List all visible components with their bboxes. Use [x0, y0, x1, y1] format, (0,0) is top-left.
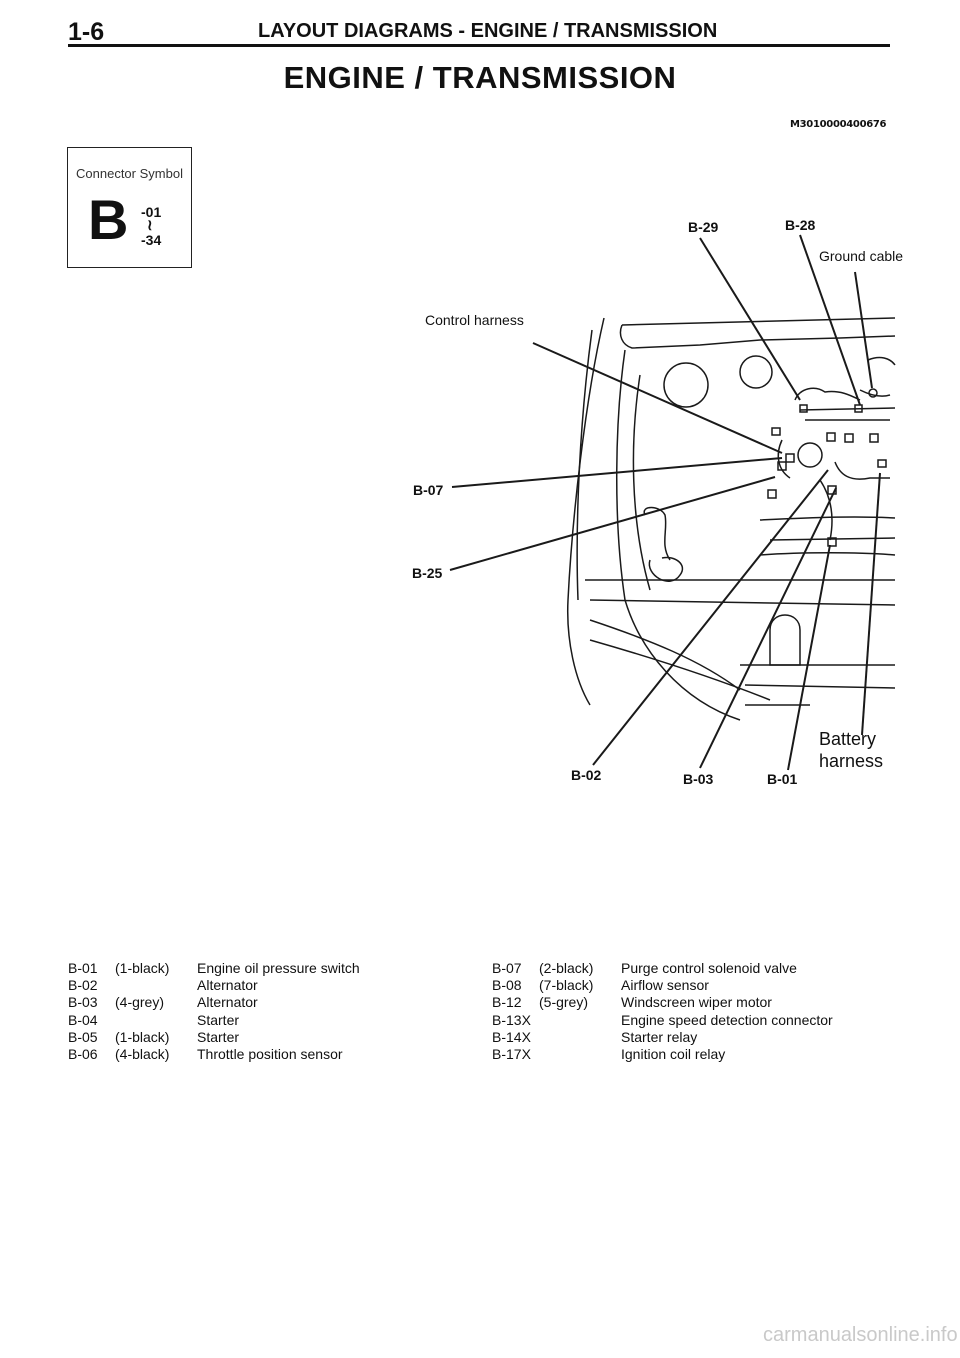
- connector-name: Airflow sensor: [621, 977, 709, 994]
- connector-code: B-06: [68, 1045, 98, 1062]
- leader-b28: [799, 234, 861, 406]
- connector-color: (1-black): [115, 1028, 170, 1045]
- connector-color: (1-black): [115, 960, 170, 976]
- legend-row: B-01 (1-black) Engine oil pressure switch: [68, 960, 468, 977]
- legend-right: B-07 (2-black) Purge control solenoid valv…: [492, 960, 932, 1063]
- label-ground-cable: Ground cable: [819, 248, 903, 264]
- label-b02: B-02: [571, 767, 602, 783]
- label-battery-harness-line1: Battery: [819, 729, 876, 749]
- legend-row: B-06 (4-black) Throttle position sensor: [68, 1046, 468, 1063]
- legend-row: B-05 (1-black) Starter: [68, 1029, 468, 1046]
- leader-control-harness: [532, 342, 783, 454]
- connector-code: B-05: [68, 1028, 98, 1045]
- legend-row: B-12 (5-grey) Windscreen wiper motor: [492, 994, 932, 1011]
- connector-name: Engine speed detection connector: [621, 1011, 833, 1028]
- legend-row: B-02 Alternator: [68, 977, 468, 994]
- connector-name: Starter: [197, 1028, 240, 1045]
- connector-name: Windscreen wiper motor: [621, 994, 772, 1011]
- connector-range-to: -34: [141, 232, 162, 248]
- label-b28: B-28: [785, 217, 816, 233]
- legend-row: B-08 (7-black) Airflow sensor: [492, 977, 932, 994]
- leader-b25: [449, 476, 776, 571]
- connector-code: B-03: [68, 994, 98, 1011]
- label-b01: B-01: [767, 771, 798, 787]
- label-b03: B-03: [683, 771, 714, 787]
- connector-symbol-box: Connector Symbol B -01 ≀ -34: [67, 147, 192, 268]
- label-b07: B-07: [413, 482, 444, 498]
- leader-ground-cable: [854, 271, 873, 389]
- connector-code: B-17X: [492, 1045, 531, 1062]
- legend-row: B-13X Engine speed detection connector: [492, 1012, 932, 1029]
- connector-code: B-07: [492, 960, 522, 976]
- label-b25: B-25: [412, 565, 443, 581]
- connector-code: B-13X: [492, 1011, 531, 1028]
- section-title: LAYOUT DIAGRAMS - ENGINE / TRANSMISSION: [258, 20, 718, 42]
- connector-name: Starter: [197, 1011, 240, 1028]
- connector-color: (7-black): [539, 977, 594, 994]
- connector-name: Alternator: [197, 994, 258, 1011]
- connector-color: (5-grey): [539, 994, 589, 1011]
- leader-b01: [787, 544, 831, 771]
- page-header: 1-6 LAYOUT DIAGRAMS - ENGINE / TRANSMISS…: [68, 16, 890, 46]
- engine-bay-drawing: [566, 317, 896, 721]
- legend-row: B-03 (4-grey) Alternator: [68, 994, 468, 1011]
- connector-color: (4-grey): [115, 994, 165, 1011]
- header-rule: [68, 44, 890, 47]
- leader-battery-harness: [861, 472, 881, 736]
- connector-range-from: -01: [141, 204, 162, 220]
- connector-name: Alternator: [197, 977, 258, 994]
- connector-name: Starter relay: [621, 1028, 698, 1045]
- connector-name: Purge control solenoid valve: [621, 960, 797, 976]
- page-title: ENGINE / TRANSMISSION: [283, 60, 677, 95]
- connector-code: B-14X: [492, 1028, 531, 1045]
- connector-name: Ignition coil relay: [621, 1045, 726, 1062]
- leader-b02: [592, 469, 829, 766]
- footer-watermark: carmanualsonline.info: [763, 1324, 958, 1346]
- connector-code: B-04: [68, 1011, 98, 1028]
- leader-b03: [699, 487, 837, 769]
- leader-b29: [699, 237, 801, 401]
- connector-symbol-caption: Connector Symbol: [76, 166, 183, 181]
- connector-symbol-letter: B: [88, 188, 129, 251]
- connector-color: (2-black): [539, 960, 594, 976]
- connector-code: B-01: [68, 960, 98, 976]
- connector-code: B-02: [68, 977, 98, 994]
- connector-name: Throttle position sensor: [197, 1045, 343, 1062]
- legend-row: B-07 (2-black) Purge control solenoid valv…: [492, 960, 932, 977]
- legend-row: B-04 Starter: [68, 1012, 468, 1029]
- label-battery-harness-line2: harness: [819, 751, 883, 771]
- legend-row: B-14X Starter relay: [492, 1029, 932, 1046]
- leader-lines: [449, 234, 881, 771]
- leader-b07: [451, 457, 783, 488]
- connector-name: Engine oil pressure switch: [197, 960, 360, 976]
- connector-color: (4-black): [115, 1045, 170, 1062]
- diagram-labels: B-29 B-28 Ground cable Control harness B…: [412, 217, 903, 787]
- figure-code: M3010000400676: [790, 119, 887, 130]
- connector-code: B-12: [492, 994, 522, 1011]
- legend-row: B-17X Ignition coil relay: [492, 1046, 932, 1063]
- label-b29: B-29: [688, 219, 719, 235]
- page-number: 1-6: [68, 18, 105, 46]
- connector-range-separator: ≀: [147, 217, 153, 234]
- connector-code: B-08: [492, 977, 522, 994]
- label-control-harness: Control harness: [425, 312, 524, 328]
